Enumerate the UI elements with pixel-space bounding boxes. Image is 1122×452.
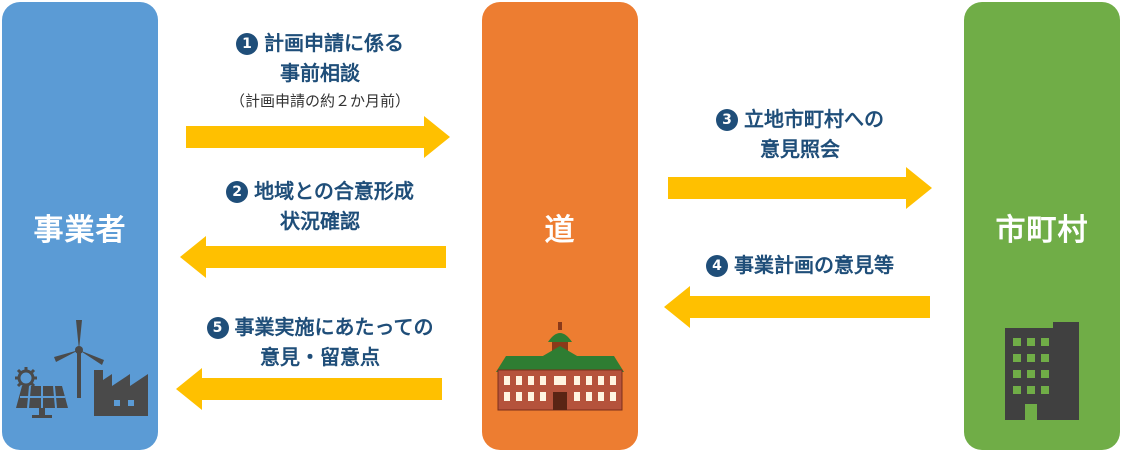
step3-line1: 立地市町村への <box>744 107 884 131</box>
step2-line1: 地域との合意形成 <box>254 179 414 203</box>
step1-note: （計画申請の約２か月前） <box>229 92 410 110</box>
prefecture-column: 道 <box>482 2 638 450</box>
business-operator-column: 事業者 <box>2 2 158 450</box>
arrow-step2-left <box>180 236 446 278</box>
municipality-column: 市町村 <box>964 2 1120 450</box>
renewable-energy-icon-group <box>15 320 148 418</box>
municipality-title: 市町村 <box>995 213 1089 248</box>
step1-line1: 計画申請に係る <box>264 31 404 55</box>
arrow-step3-right <box>668 167 932 209</box>
business-operator-title: 事業者 <box>33 213 127 248</box>
step1-number: 1 <box>236 33 258 55</box>
step4-number: 4 <box>706 255 728 277</box>
office-building-icon <box>1005 322 1079 420</box>
step2-number: 2 <box>226 181 249 203</box>
step1-line2: 事前相談 <box>280 61 360 85</box>
step3-line2: 意見照会 <box>760 137 840 161</box>
step3-label: 3 立地市町村への 意見照会 <box>640 104 960 164</box>
arrow-step5-left <box>176 368 442 410</box>
step1-label: 1 計画申請に係る 事前相談 （計画申請の約２か月前） <box>160 28 480 114</box>
government-building-icon <box>496 322 624 411</box>
step5-line1: 事業実施にあたっての <box>234 315 434 339</box>
step4-line1: 事業計画の意見等 <box>734 253 894 277</box>
step3-number: 3 <box>716 109 738 131</box>
step4-label: 4 事業計画の意見等 <box>640 250 960 280</box>
arrow-step4-left <box>664 286 930 328</box>
factory-icon <box>94 370 148 416</box>
arrow-step1-right <box>186 116 450 158</box>
prefecture-title: 道 <box>544 213 576 248</box>
step5-line2: 意見・留意点 <box>260 345 380 369</box>
solar-panel-icon <box>16 385 68 418</box>
wind-turbine-icon <box>54 320 104 398</box>
gear-icon <box>15 367 37 389</box>
step5-number: 5 <box>206 317 229 339</box>
step2-line2: 状況確認 <box>280 209 360 233</box>
